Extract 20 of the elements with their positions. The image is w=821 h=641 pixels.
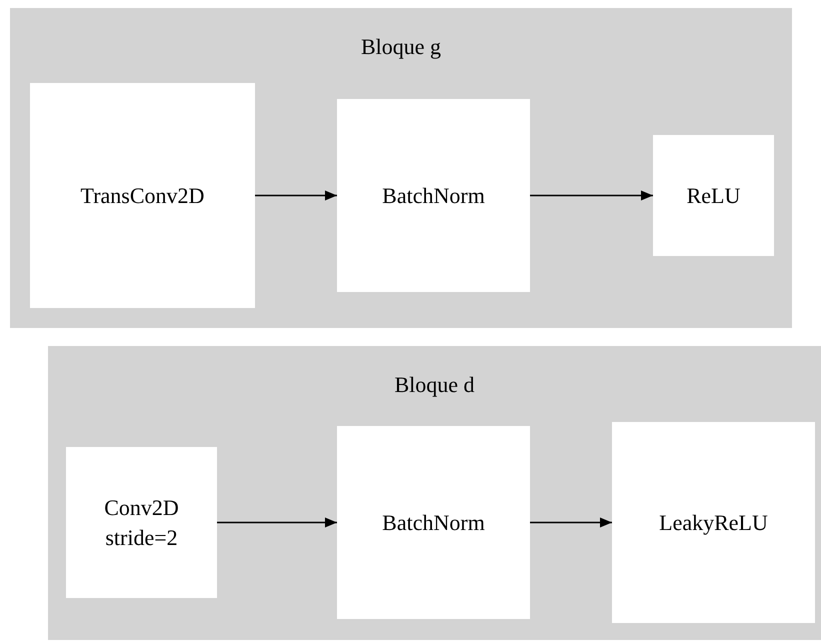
arrow xyxy=(217,518,337,528)
arrow xyxy=(530,518,612,528)
arrow xyxy=(530,190,653,200)
cluster-panel xyxy=(48,346,821,640)
cluster-panel xyxy=(10,8,792,328)
cluster-title: Bloque g xyxy=(360,34,442,59)
layer-box xyxy=(337,99,530,292)
arrow xyxy=(255,190,337,200)
cluster-title: Bloque d xyxy=(394,372,475,397)
layer-label: BatchNorm xyxy=(381,182,486,210)
layer-label: LeakyReLU xyxy=(658,508,769,537)
layer-box xyxy=(612,422,815,623)
layer-label: ReLU xyxy=(686,182,742,210)
layer-label: Conv2D stride=2 xyxy=(103,494,180,552)
layer-box xyxy=(653,135,774,256)
layer-box xyxy=(337,426,530,619)
layer-label: BatchNorm xyxy=(381,508,486,537)
layer-box xyxy=(30,83,255,308)
layer-label: TransConv2D xyxy=(80,182,206,210)
layer-box xyxy=(66,447,217,598)
